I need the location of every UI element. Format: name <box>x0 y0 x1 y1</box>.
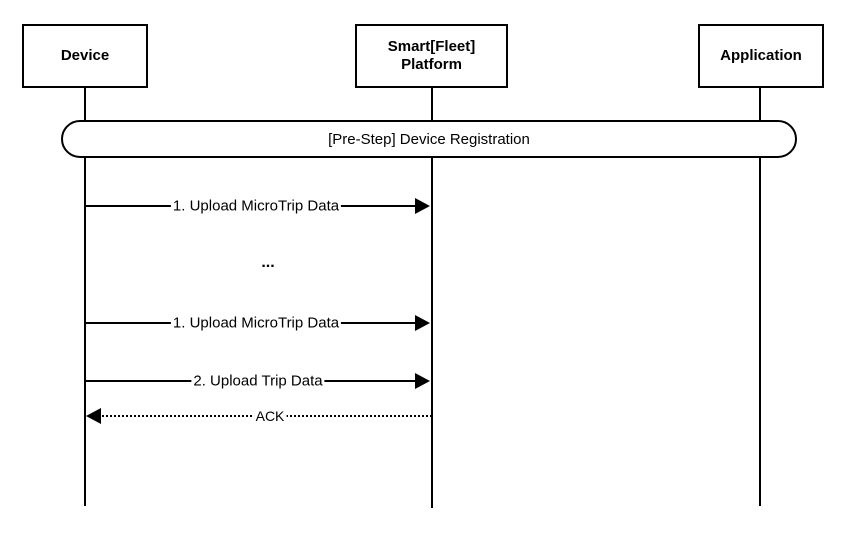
participant-device: Device <box>22 24 148 88</box>
group-pre-step-registration: [Pre-Step] Device Registration <box>61 120 797 158</box>
arrowhead-ack <box>86 408 101 424</box>
participant-application: Application <box>698 24 824 88</box>
arrowhead-4 <box>415 373 430 389</box>
lifeline-platform <box>431 88 433 508</box>
message-ellipsis: ... <box>261 254 275 271</box>
message-label-3: 1. Upload MicroTrip Data <box>170 314 342 332</box>
participant-platform-label-line2: Platform <box>401 56 462 73</box>
participant-application-label: Application <box>720 47 802 64</box>
participant-device-label: Device <box>60 47 110 64</box>
lifeline-device <box>84 88 86 506</box>
message-label-ack: ACK <box>253 408 287 424</box>
arrowhead-1 <box>415 198 430 214</box>
group-label: [Pre-Step] Device Registration <box>328 130 530 148</box>
arrowhead-3 <box>415 315 430 331</box>
message-label-4: 2. Upload Trip Data <box>191 372 325 390</box>
lifeline-application <box>759 88 761 506</box>
participant-platform-label-line1: Smart[Fleet] <box>387 38 476 55</box>
participant-platform: Smart[Fleet] Platform <box>355 24 508 88</box>
message-label-1: 1. Upload MicroTrip Data <box>170 197 342 215</box>
